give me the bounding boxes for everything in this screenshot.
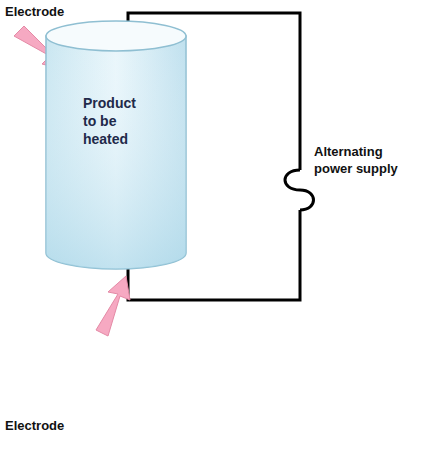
product-cylinder: Product to be heated — [45, 20, 187, 270]
ac-supply-symbol — [285, 170, 314, 210]
electrode-label: Electrode — [5, 4, 95, 21]
node-label: Product to be heated — [83, 94, 149, 149]
pointer-arrow — [96, 276, 130, 336]
supply-label: Alternating power supply — [314, 144, 406, 178]
electrode-label: Electrode — [5, 418, 95, 435]
